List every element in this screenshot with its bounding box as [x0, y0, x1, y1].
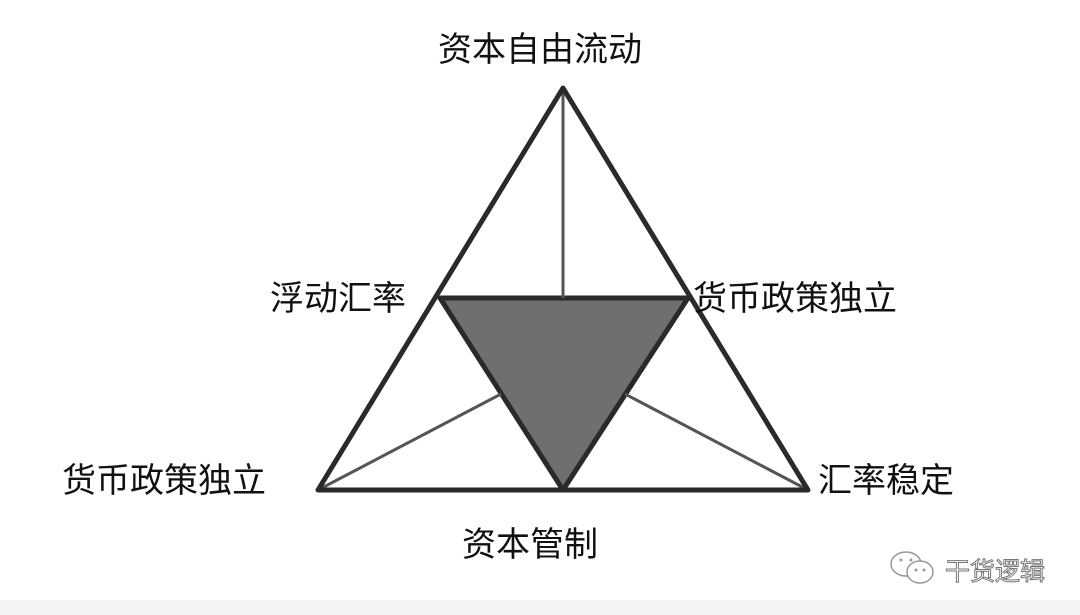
right-connector-line	[624, 392, 809, 492]
label-bottom-left: 货币政策独立	[62, 461, 266, 501]
bottom-strip	[0, 600, 1080, 615]
wechat-icon	[890, 551, 934, 584]
inner-triangle	[437, 295, 691, 493]
label-mid-left: 浮动汇率	[270, 279, 406, 319]
outer-triangle	[315, 85, 811, 493]
watermark-text: 干货逻辑	[944, 557, 1046, 587]
label-top: 资本自由流动	[438, 30, 642, 70]
label-bottom-center: 资本管制	[462, 525, 598, 565]
left-connector-line	[317, 392, 502, 492]
label-mid-right: 货币政策独立	[693, 279, 897, 319]
label-bottom-right: 汇率稳定	[818, 461, 954, 501]
